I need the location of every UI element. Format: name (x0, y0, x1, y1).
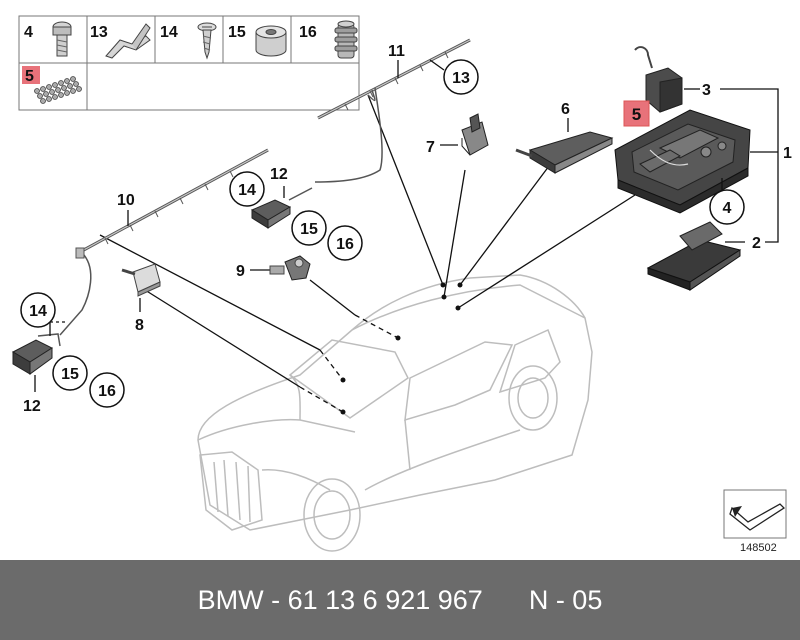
svg-text:16: 16 (336, 236, 354, 253)
callout-1: 1 (783, 145, 792, 162)
connector-3[interactable] (634, 46, 700, 113)
part-number: 14 (160, 24, 178, 41)
leader-lines (99, 94, 636, 388)
callout-14-upper: 14 (229, 171, 265, 207)
table-cell-13[interactable]: 13 (90, 23, 151, 59)
part-number-text: BMW - 61 13 6 921 967 (197, 584, 483, 615)
fastener-kit-icon (34, 76, 82, 104)
svg-text:15: 15 (300, 221, 318, 238)
diagram-canvas: 4 13 14 15 (11, 15, 792, 554)
table-cell-5-kit[interactable]: 5 (22, 66, 82, 104)
self-tapping-screw-icon (197, 22, 217, 60)
table-cell-4[interactable]: 4 (24, 21, 72, 57)
part-number: 15 (228, 24, 246, 41)
callout-6: 6 (561, 101, 570, 118)
callout-8: 8 (135, 317, 144, 334)
kit-label: 5 (25, 68, 34, 85)
callout-4-circle: 4 (709, 189, 745, 225)
svg-text:10: 10 (117, 192, 135, 209)
svg-text:6: 6 (561, 101, 570, 118)
highlight-badge (22, 66, 40, 84)
part-footer-bar: BMW - 61 13 6 921 967 N - 05 (0, 560, 800, 640)
svg-text:16: 16 (98, 383, 116, 400)
parts-table (18, 15, 360, 111)
callout-13-circle: 13 (429, 59, 479, 95)
svg-text:14: 14 (238, 182, 256, 199)
overhead-console-1[interactable] (614, 109, 751, 214)
table-cell-16[interactable]: 16 (299, 20, 358, 59)
interior-light-6[interactable] (515, 118, 614, 174)
drawing-number-box: 148502 (723, 489, 787, 554)
svg-text:9: 9 (236, 263, 245, 280)
callout-14-lower: 14 (20, 292, 56, 328)
parts-diagram: 4 13 14 15 (11, 15, 792, 554)
drawing-number: 148502 (740, 542, 777, 554)
switch-7[interactable] (440, 113, 489, 156)
revision-text: N - 05 (528, 584, 603, 615)
callout-12-lower: 12 (23, 398, 41, 415)
reading-light-12-upper[interactable] (250, 186, 313, 229)
svg-text:12: 12 (270, 166, 288, 183)
cap-screw-icon (52, 21, 72, 57)
svg-text:3: 3 (702, 82, 711, 99)
svg-text:4: 4 (723, 200, 732, 217)
callout-15-upper: 15 (291, 210, 327, 246)
callout-11: 11 (388, 43, 405, 78)
wiring-harness-10[interactable] (59, 148, 269, 336)
arrow-icon (729, 503, 786, 531)
svg-text:12: 12 (23, 398, 41, 415)
svg-text:8: 8 (135, 317, 144, 334)
svg-text:2: 2 (752, 235, 761, 252)
svg-text:7: 7 (426, 139, 435, 156)
footwell-light-8[interactable] (121, 263, 161, 312)
callout-3: 3 (702, 82, 711, 99)
svg-text:14: 14 (29, 303, 47, 320)
grommet-icon (334, 20, 358, 59)
clip-icon (105, 23, 151, 59)
svg-text:5: 5 (632, 105, 641, 124)
assembly-bracket (720, 88, 779, 243)
part-number: 13 (90, 24, 108, 41)
leader-lines-dashed (299, 314, 399, 413)
table-cell-15[interactable]: 15 (228, 24, 287, 57)
cover-2[interactable] (646, 221, 745, 291)
leader-dots (340, 282, 463, 415)
callout-12-upper: 12 (270, 166, 288, 183)
bulb-socket-9[interactable] (250, 255, 311, 281)
callout-2: 2 (752, 235, 761, 252)
part-number: 16 (299, 24, 317, 41)
reading-light-12-lower[interactable] (11, 321, 66, 392)
callout-5-highlight: 5 (623, 100, 650, 127)
svg-text:15: 15 (61, 366, 79, 383)
highlight-badge (623, 100, 650, 127)
callout-10: 10 (117, 192, 135, 226)
callout-15-lower: 15 (52, 355, 88, 391)
wiring-harness-11[interactable] (314, 38, 471, 183)
callout-7: 7 (426, 139, 435, 156)
table-cell-14[interactable]: 14 (160, 22, 217, 60)
svg-text:13: 13 (452, 70, 470, 87)
callout-9: 9 (236, 263, 245, 280)
part-number: 4 (24, 24, 33, 41)
svg-text:1: 1 (783, 145, 792, 162)
spacer-bushing-icon (255, 25, 287, 57)
callout-16-upper: 16 (327, 225, 363, 261)
callout-16-lower: 16 (89, 372, 125, 408)
svg-text:11: 11 (388, 43, 405, 60)
